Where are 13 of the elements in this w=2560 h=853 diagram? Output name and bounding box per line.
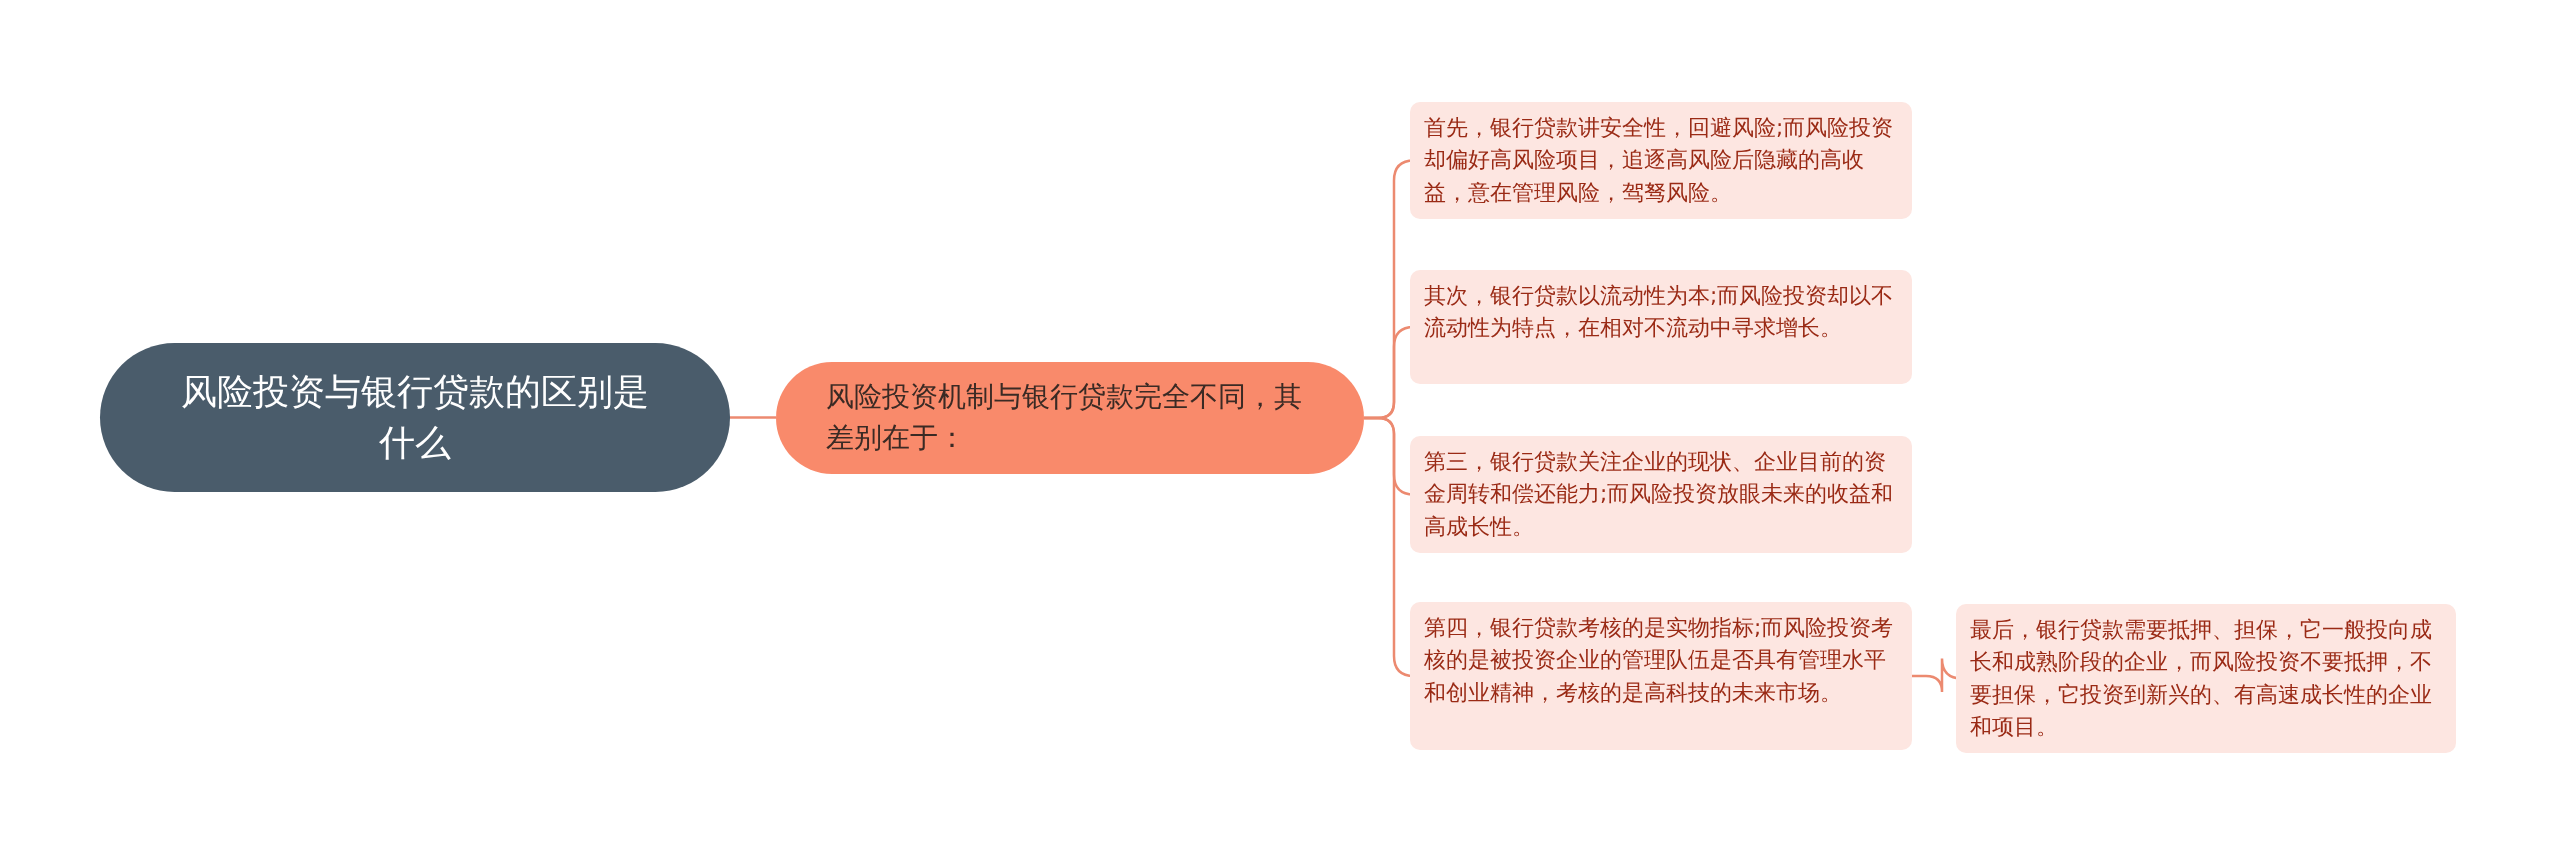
- detail-card: [1956, 604, 2456, 753]
- detail-card: [1410, 436, 1912, 553]
- node-text: 第四，银行贷款考核的是实物指标;而风险投资考核的是被投资企业的管理队伍是否具有管理水平和创业精神，考核的是高科技的未来市场。: [1424, 614, 1895, 707]
- detail-card: [1410, 270, 1912, 384]
- node-text: 风险投资与银行贷款的区别是什么: [180, 370, 650, 465]
- node-text: 其次，银行贷款以流动性为本;而风险投资却以不流动性为特点，在相对不流动中寻求增长。: [1424, 282, 1895, 343]
- detail-card: [1410, 102, 1912, 219]
- node-text: 最后，银行贷款需要抵押、担保，它一般投向成长和成熟阶段的企业，而风险投资不要抵押，不要担保，它投资到新兴的、有高速成长性的企业和项目。: [1970, 616, 2433, 741]
- detail-card: [1410, 602, 1912, 750]
- node-text: 第三，银行贷款关注企业的现状、企业目前的资金周转和偿还能力;而风险投资放眼未来的收益和高成长性。: [1424, 448, 1895, 541]
- connector-line: [730, 416, 776, 419]
- node-text: 风险投资机制与银行贷款完全不同，其差别在于：: [826, 379, 1303, 456]
- node-text: 首先，银行贷款讲安全性，回避风险;而风险投资却偏好高风险项目，追逐高风险后隐藏的高收益，意在管理风险，驾驽风险。: [1424, 114, 1895, 207]
